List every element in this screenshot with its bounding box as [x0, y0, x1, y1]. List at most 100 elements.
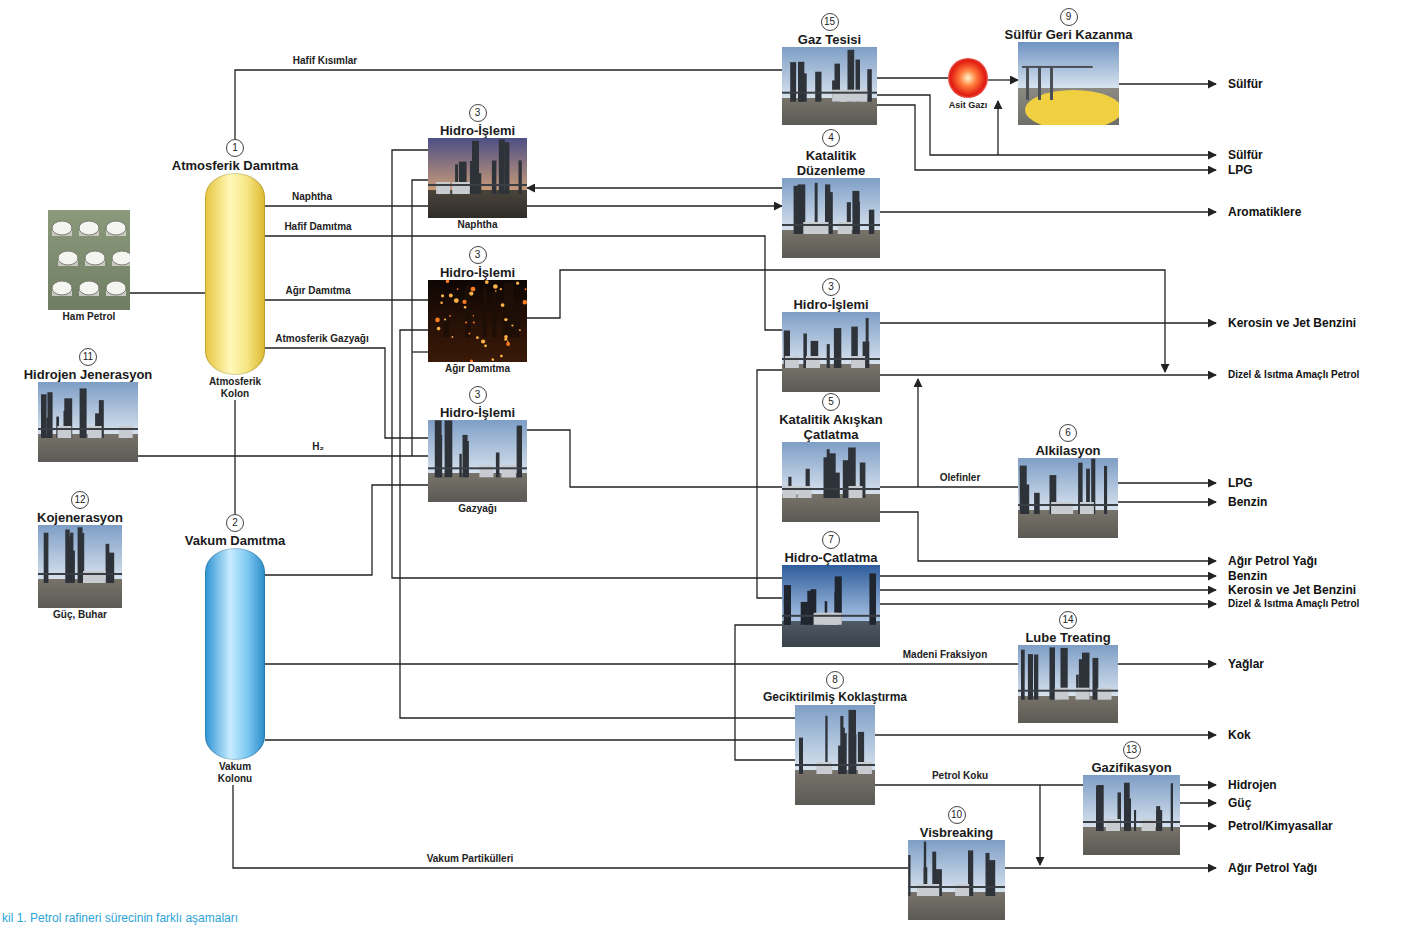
photo-art	[479, 465, 493, 477]
photo-art	[462, 300, 466, 304]
photo-art	[435, 318, 440, 323]
photo-art	[108, 553, 114, 583]
callout-number: 11	[79, 348, 97, 366]
photo-art	[1050, 647, 1056, 699]
photo-art	[504, 282, 508, 337]
product-label: Güç	[1228, 796, 1251, 810]
photo-art	[436, 435, 442, 477]
hydrogen-header	[412, 351, 428, 352]
photo-art	[106, 281, 126, 295]
product-label: Dizel & Isıtma Amaçlı Petrol	[1228, 597, 1359, 611]
process-unit: 13Gazifikasyon	[1083, 741, 1180, 855]
callout-number: 3	[469, 104, 487, 122]
photo-art	[852, 191, 859, 234]
callout-number: 9	[1060, 8, 1078, 26]
product-label: LPG	[1228, 163, 1253, 177]
column-vessel	[205, 548, 265, 760]
photo-art	[1018, 645, 1118, 723]
photo-art	[473, 315, 475, 317]
photo-art	[495, 290, 497, 292]
output-line	[1119, 83, 1216, 84]
flow-connector	[265, 348, 428, 438]
product-label: Kerosin ve Jet Benzini	[1228, 583, 1356, 597]
unit-photo	[795, 705, 875, 805]
photo-art	[849, 486, 863, 498]
photo-art	[484, 344, 487, 347]
photo-art	[428, 138, 527, 218]
output-line	[880, 211, 1216, 212]
photo-art	[477, 173, 481, 194]
photo-art	[1018, 42, 1119, 125]
photo-art	[851, 356, 865, 368]
photo-art	[925, 884, 939, 896]
unit-photo	[782, 442, 880, 522]
photo-art	[1080, 502, 1094, 514]
process-unit: 3Hidro-İşlemi	[782, 278, 880, 392]
unit-title: Hidro-İşlemi	[792, 297, 869, 312]
unit-photo	[782, 178, 880, 258]
photo-art	[1156, 806, 1160, 831]
unit-photo	[428, 138, 527, 218]
photo-art	[428, 420, 527, 502]
photo-art	[454, 298, 459, 303]
unit-title: Gazifikasyon	[1090, 760, 1172, 775]
photo-art	[1021, 650, 1025, 700]
photo-art	[1142, 819, 1156, 831]
photo-art	[799, 73, 807, 101]
flow-connector	[138, 455, 428, 456]
photo-art	[908, 886, 1005, 888]
unit-title: Visbreaking	[919, 825, 994, 840]
callout-number: 2	[226, 514, 244, 532]
stream-label: Ağır Damıtma	[283, 285, 352, 297]
photo-art	[440, 302, 443, 305]
process-unit: 14Lube Treating	[1018, 611, 1118, 723]
photo-art	[428, 280, 527, 362]
photo-art	[469, 292, 473, 296]
product-label: Kok	[1228, 728, 1251, 742]
stream-label: Hafif Damıtma	[282, 221, 353, 233]
photo-art	[1018, 504, 1118, 506]
flow-connector	[988, 79, 1018, 80]
unit-title: Hidro-Çatlatma	[783, 550, 878, 565]
photo-art	[47, 392, 52, 438]
photo-art	[1059, 502, 1073, 514]
photo-art	[44, 533, 49, 583]
photo-art	[782, 178, 880, 258]
unit-photo	[1018, 42, 1119, 125]
photo-art	[818, 762, 832, 774]
unit-title: Hidro-İşlemi	[439, 405, 516, 420]
photo-art	[500, 288, 502, 290]
unit-title: Kojenerasyon	[36, 510, 124, 525]
photo-art	[511, 324, 513, 326]
photo-art	[782, 442, 880, 522]
photo-art	[441, 294, 444, 297]
callout-number: 1	[226, 139, 244, 157]
output-line	[1118, 663, 1216, 664]
unit-title: Atmosferik Damıtma	[171, 158, 299, 173]
unit-photo	[782, 312, 880, 392]
product-label: Benzin	[1228, 495, 1267, 509]
photo-art	[507, 341, 509, 343]
unit-caption: Ham Petrol	[62, 311, 117, 323]
output-line	[880, 589, 1216, 590]
unit-title: Katalitik Akışkan Çatlatma	[765, 412, 897, 442]
photo-art	[502, 465, 516, 477]
photo-art	[782, 47, 877, 125]
process-unit: 7Hidro-Çatlatma	[782, 531, 880, 647]
distillation-column: 2Vakum DamıtmaVakum Kolonu	[184, 514, 286, 785]
photo-art	[57, 426, 71, 438]
process-unit: 10Visbreaking	[908, 806, 1005, 920]
photo-art	[1104, 466, 1107, 514]
photo-art	[514, 310, 520, 337]
callout-number: 3	[469, 246, 487, 264]
callout-number: 15	[821, 13, 839, 31]
photo-art	[459, 454, 461, 478]
figure-caption: kil 1. Petrol rafineri sürecinin farklı …	[2, 911, 238, 925]
photo-art	[52, 281, 72, 295]
photo-art	[827, 344, 830, 368]
unit-caption: Güç, Buhar	[52, 609, 108, 621]
photo-art	[506, 342, 510, 346]
acid-gas-symbol	[948, 58, 988, 98]
callout-number: 8	[826, 671, 844, 689]
photo-art	[784, 585, 791, 625]
